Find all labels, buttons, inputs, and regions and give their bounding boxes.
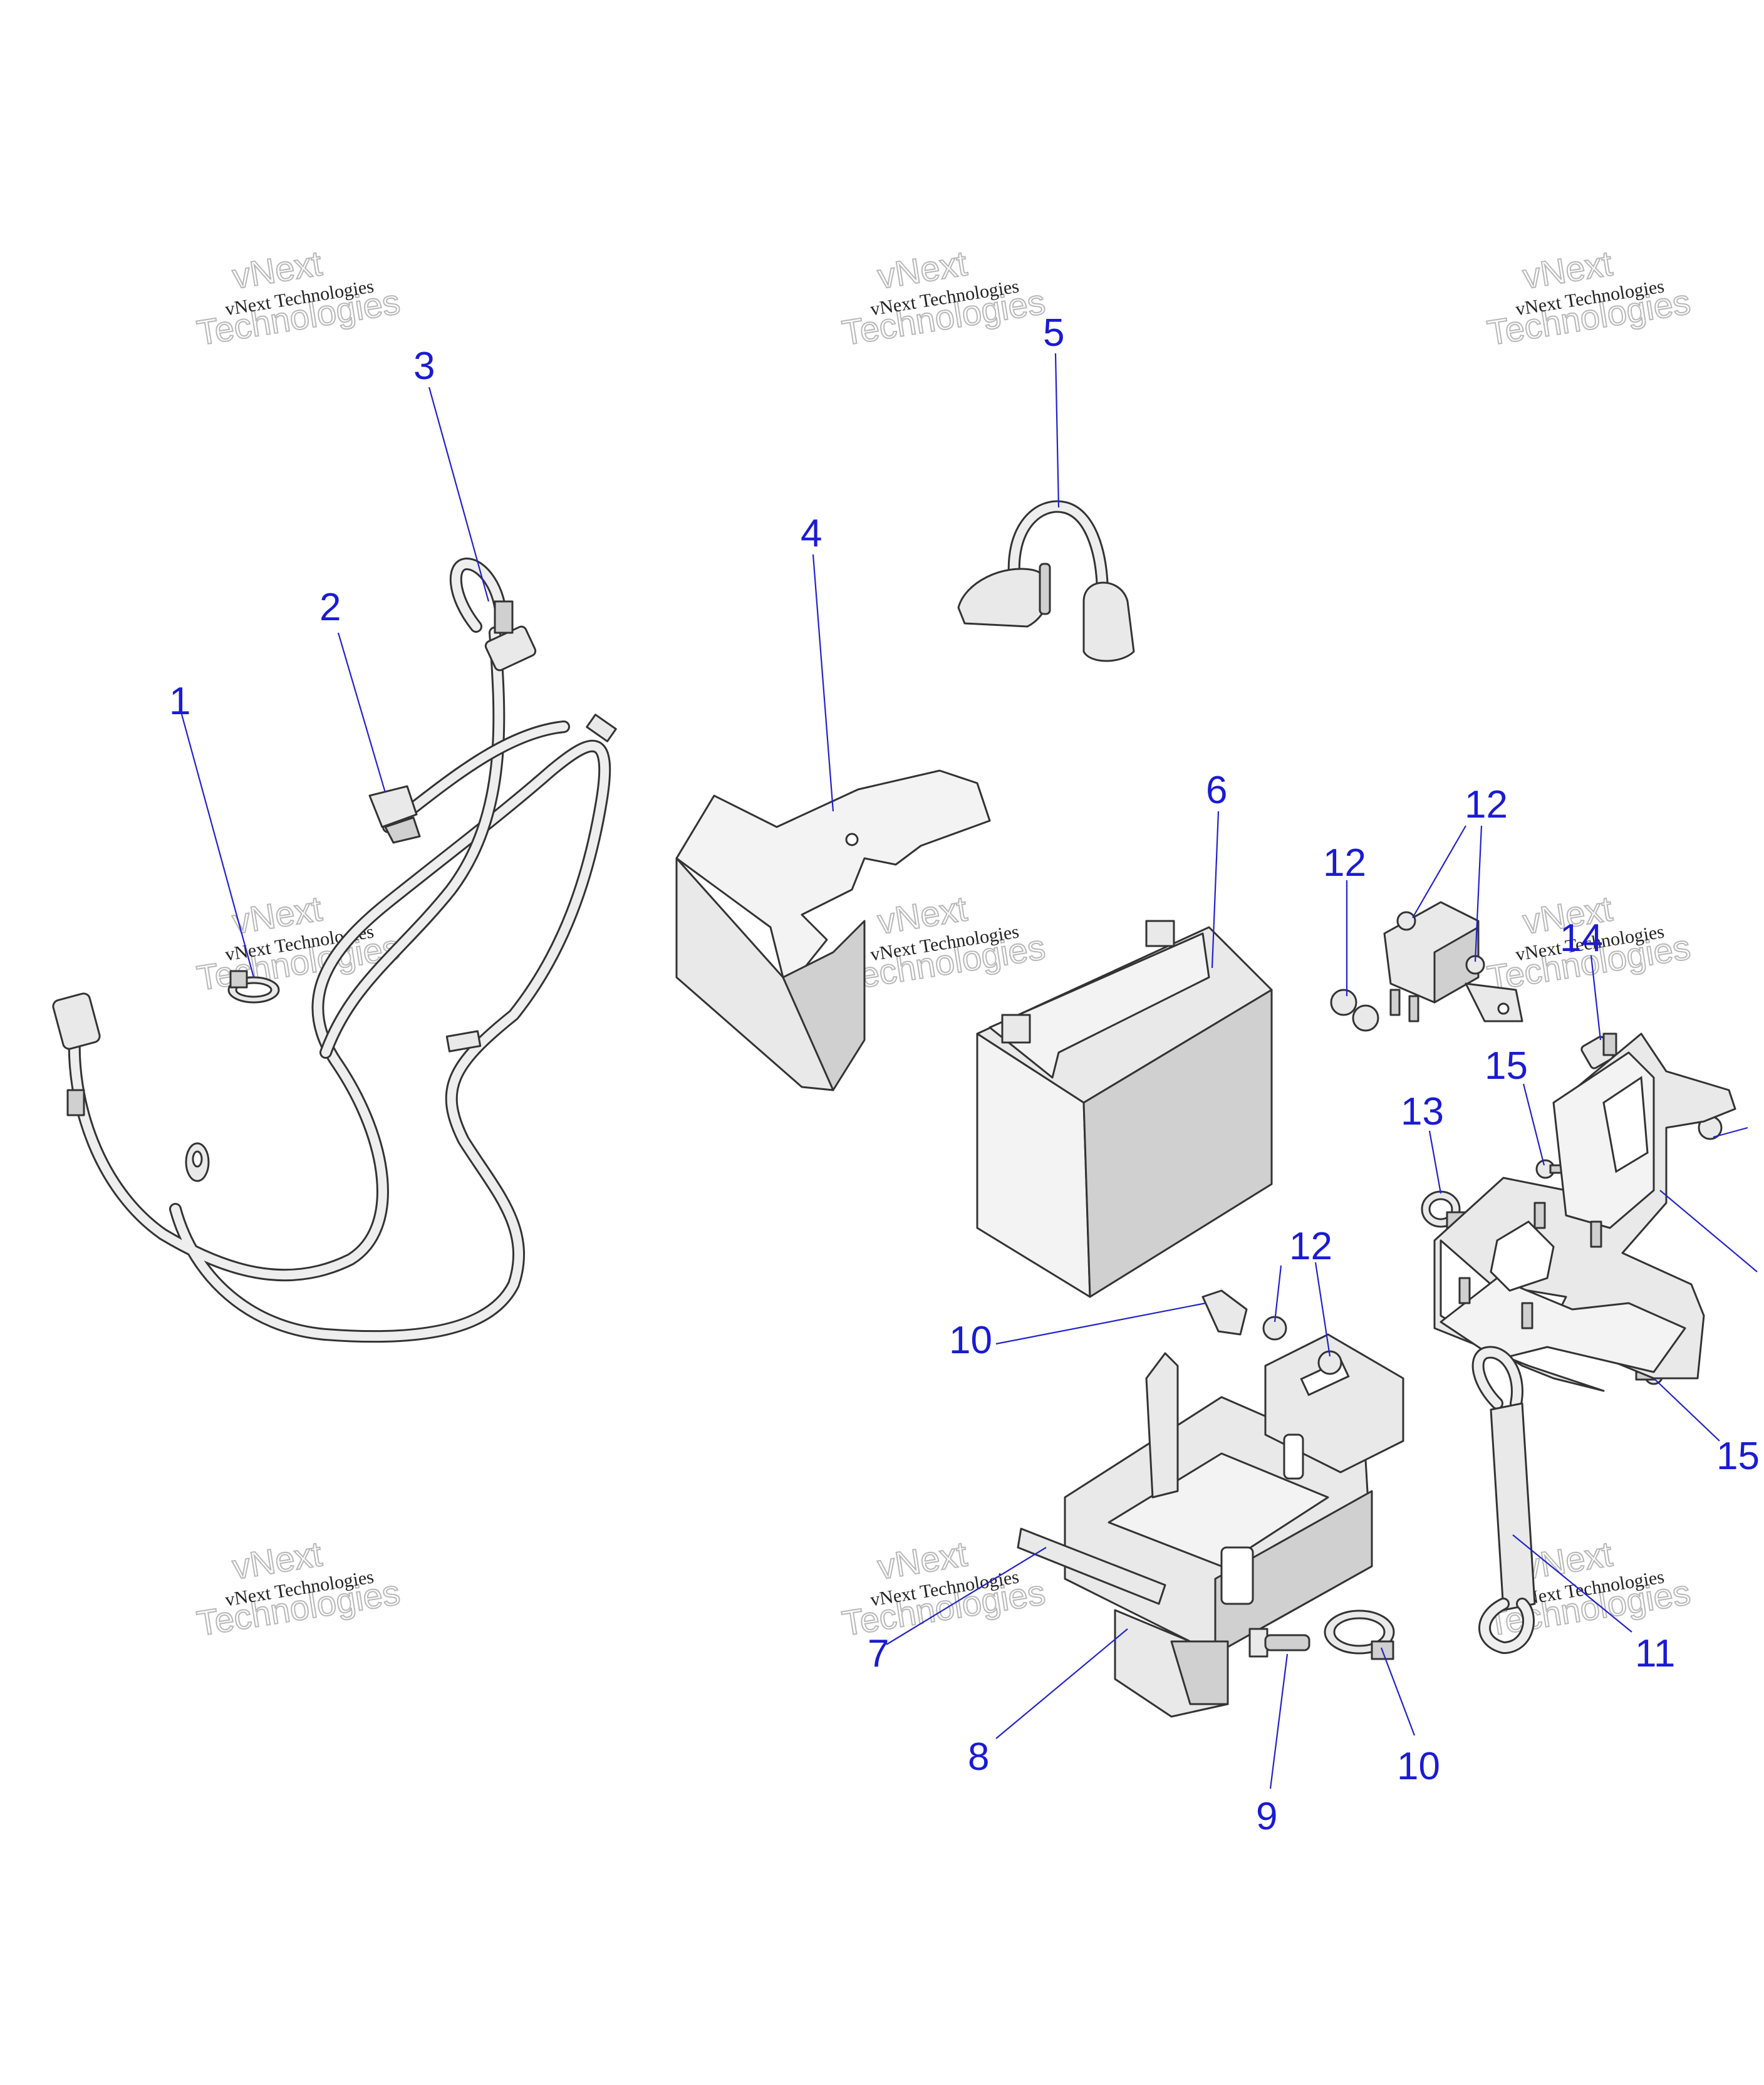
fitting-part-14 [1580,1032,1617,1069]
callout-12-b: 12 [1465,783,1508,826]
battery-part-6 [976,920,1273,1298]
mounting-bracket-part-16 [1433,1032,1736,1392]
callout-12-a: 12 [1323,841,1366,885]
retaining-rod-part-7 [1017,1527,1166,1605]
callout-10-b: 10 [1397,1745,1440,1788]
callout-6: 6 [1206,769,1227,812]
bolt-part-9 [1248,1628,1310,1658]
battery-cover-part-4 [675,769,991,1091]
clamp-part-10 [1201,1289,1395,1660]
callout-9: 9 [1256,1795,1277,1838]
strap-part-11 [1471,1346,1536,1654]
leader-lines [180,353,1758,1789]
callout-12-c: 12 [1289,1225,1332,1268]
callout-11: 11 [1635,1632,1675,1675]
ground-cable-part-3 [449,558,537,672]
cable-clip-part-2 [368,785,421,844]
callout-13: 13 [1401,1090,1444,1133]
callout-5: 5 [1043,311,1064,355]
battery-tray-part-8 [1064,1333,1404,1718]
callout-15-b: 15 [1716,1435,1760,1478]
callout-labels: 1 2 3 4 5 6 12 12 14 15 13 12 10 15 11 7… [169,311,1760,1838]
watermark: vNext Technologies vNext Technologies [839,1533,1049,1644]
nut-part-12 [1262,989,1379,1375]
callout-15-a: 15 [1485,1044,1528,1088]
callout-7: 7 [868,1632,889,1675]
watermark: vNext Technologies vNext Technologies [194,242,403,353]
callout-14: 14 [1560,917,1603,960]
watermark: vNext Technologies vNext Technologies [1484,242,1694,353]
callout-4: 4 [801,512,822,555]
watermark: vNext Technologies vNext Technologies [194,1533,403,1644]
terminal-boot-part-5 [957,500,1135,662]
callout-3: 3 [413,345,435,388]
solenoid-relay [1383,901,1523,1022]
watermark: vNext Technologies vNext Technologies [839,242,1049,353]
callout-8: 8 [968,1735,989,1779]
callout-10-a: 10 [949,1319,992,1362]
battery-cable-harness [52,627,617,1343]
callout-2: 2 [319,586,341,629]
callout-1: 1 [169,680,190,723]
